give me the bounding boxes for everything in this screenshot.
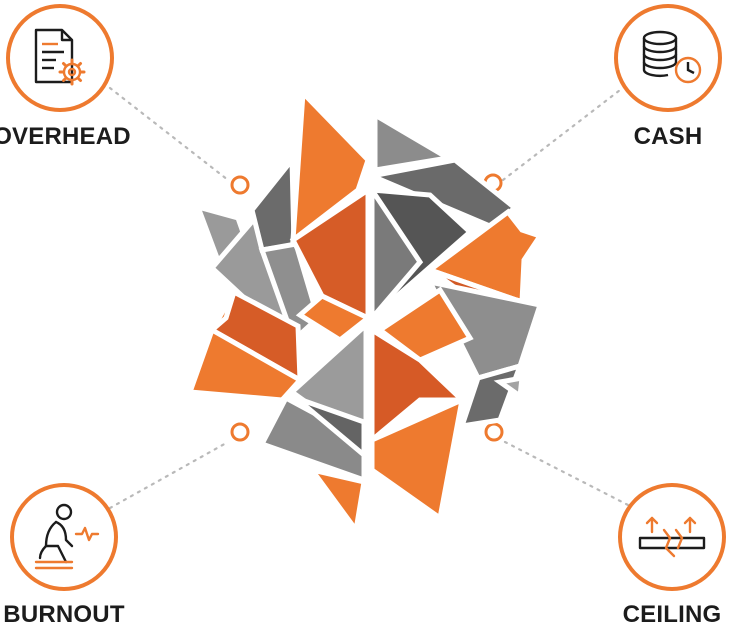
shard xyxy=(294,395,367,461)
node-cash: CASH xyxy=(614,4,722,150)
connector-burnout xyxy=(108,440,230,510)
ring-burnout xyxy=(230,422,250,442)
label-ceiling: CEILING xyxy=(623,601,722,628)
shard xyxy=(372,110,456,173)
label-overhead: OVERHEAD xyxy=(0,123,131,150)
node-ceiling: CEILING xyxy=(618,483,726,628)
shard xyxy=(493,374,525,401)
shard xyxy=(290,87,371,246)
connectors xyxy=(108,86,630,510)
shard xyxy=(369,181,424,325)
shard xyxy=(458,362,525,430)
connector-cash xyxy=(501,88,622,182)
shard xyxy=(363,157,520,229)
shard xyxy=(295,293,373,344)
connector-ceiling xyxy=(503,440,630,507)
shard xyxy=(209,290,237,332)
coin-stack-clock-icon xyxy=(642,30,702,84)
shard xyxy=(186,326,304,403)
exhausted-person-icon xyxy=(34,503,100,570)
shard-cluster xyxy=(186,87,544,537)
shard xyxy=(249,153,297,253)
ring-overhead xyxy=(230,175,250,195)
label-cash: CASH xyxy=(634,123,703,150)
ring-ceiling xyxy=(484,422,504,442)
shard xyxy=(369,325,469,446)
shard xyxy=(369,395,466,523)
cracked-ceiling-icon xyxy=(638,516,706,558)
node-circle-burnout xyxy=(10,483,118,591)
node-circle-overhead xyxy=(6,4,114,112)
connector-overhead xyxy=(108,86,230,182)
label-burnout: BURNOUT xyxy=(3,601,125,628)
connector-rings xyxy=(230,173,504,442)
node-overhead: OVERHEAD xyxy=(0,4,131,150)
document-gear-icon xyxy=(34,28,86,86)
node-burnout: BURNOUT xyxy=(3,483,125,628)
shard xyxy=(306,466,367,537)
